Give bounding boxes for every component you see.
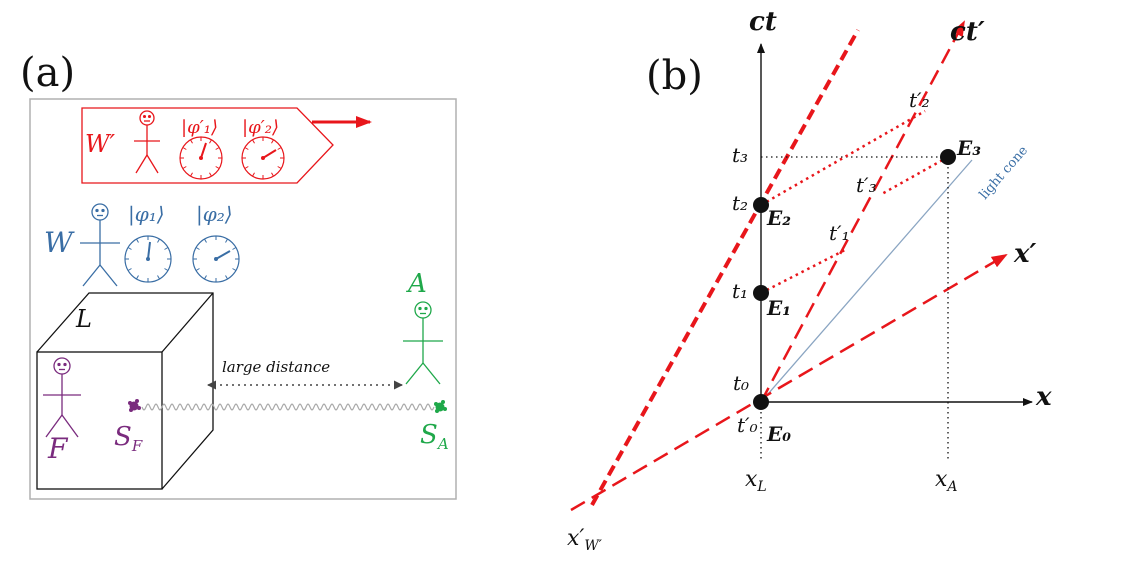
- lab-cube: [36, 292, 214, 490]
- t2prime-label: t′₂: [909, 88, 930, 112]
- w-phi1-label: |φ₁⟩: [128, 202, 165, 227]
- x-axis-label: x: [1035, 382, 1052, 412]
- event-e1: [753, 285, 769, 301]
- e3-label: E₃: [956, 136, 981, 160]
- distance-label: large distance: [222, 358, 330, 376]
- sf-label: SF: [114, 422, 143, 455]
- t3prime-label: t′₃: [856, 173, 877, 197]
- t2-label: t₂: [732, 191, 748, 215]
- t3-label: t₃: [732, 143, 748, 167]
- e1-label: E₁: [766, 296, 791, 320]
- a-stick-figure: [403, 301, 443, 385]
- w-group: W |φ₁⟩ |φ₂⟩: [44, 202, 240, 287]
- sa-label: SA: [420, 420, 449, 453]
- wprime-clock-2-icon: [241, 136, 285, 180]
- event-e0: [753, 394, 769, 410]
- w-label: W: [44, 226, 75, 259]
- entanglement-wave: [141, 403, 435, 411]
- w-stick-figure: [80, 203, 120, 287]
- e0-label: E₀: [766, 422, 791, 446]
- t1prime-label: t′₁: [829, 221, 850, 245]
- wprime-label: W′: [85, 130, 116, 158]
- f-label: F: [47, 432, 69, 465]
- guide-lines: [760, 156, 949, 460]
- event-e2: [753, 197, 769, 213]
- t1-label: t₁: [732, 279, 748, 303]
- ctprime-axis: [759, 20, 966, 403]
- light-cone-line: [760, 159, 973, 403]
- panel-b: (b) ct x light cone ct′ x′: [567, 7, 1052, 554]
- wprime-phi2-label: |φ′₂⟩: [242, 117, 279, 138]
- sf-particle-icon: [128, 399, 141, 412]
- xa-label: xA: [935, 467, 958, 495]
- w-phi2-label: |φ₂⟩: [196, 202, 233, 227]
- xprime-axis-label: x′: [1013, 239, 1037, 269]
- ct-axis-label: ct: [749, 7, 777, 37]
- sa-particle-icon: [434, 400, 447, 413]
- w-clock-2-icon: [192, 235, 240, 283]
- panel-b-label: (b): [646, 53, 703, 99]
- wprime-worldline: [590, 29, 860, 506]
- wprime-pentagon: [81, 107, 334, 184]
- panel-a: (a) W′ |φ′₁⟩ |φ′₂⟩: [20, 50, 457, 500]
- a-label: A: [406, 269, 427, 299]
- f-stick-figure: [43, 357, 81, 438]
- wprime-phi1-label: |φ′₁⟩: [181, 117, 218, 138]
- wprime-clock-1-icon: [179, 136, 223, 180]
- xprime-axis: [570, 253, 1008, 512]
- wprime-group: W′ |φ′₁⟩ |φ′₂⟩: [81, 107, 372, 184]
- wprime-stick-figure: [134, 110, 160, 174]
- t0prime-label: t′₀: [737, 413, 758, 437]
- xl-label: xL: [745, 467, 767, 495]
- ctprime-axis-label: ct′: [950, 17, 985, 47]
- panel-a-frame: [29, 98, 457, 500]
- t0-label: t₀: [733, 371, 749, 395]
- lab-label: L: [75, 305, 92, 333]
- w-clock-1-icon: [124, 235, 172, 283]
- light-cone-label: light cone: [977, 143, 1032, 203]
- event-e3: [940, 149, 956, 165]
- e2-label: E₂: [766, 206, 791, 230]
- panel-a-label: (a): [20, 50, 75, 96]
- simultaneity-lines: [760, 109, 949, 295]
- xw-label: x′W′: [567, 526, 603, 554]
